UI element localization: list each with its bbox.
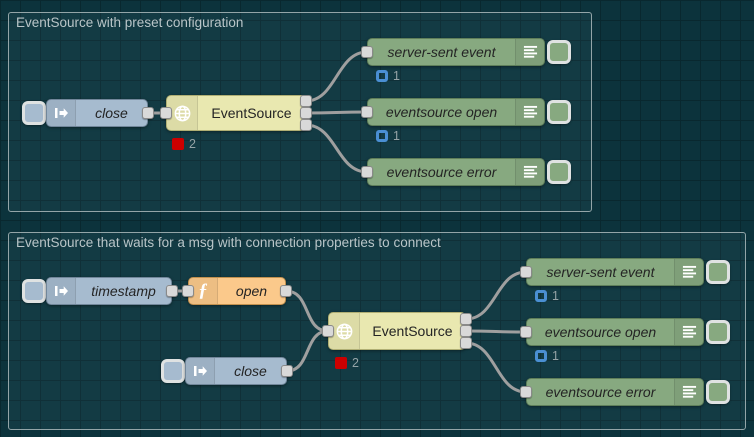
input-port[interactable] <box>520 266 532 278</box>
node-label: timestamp <box>91 283 156 299</box>
wire[interactable] <box>464 329 528 334</box>
status-dot-red <box>335 357 347 369</box>
wire[interactable] <box>464 341 528 394</box>
wire[interactable] <box>304 50 369 103</box>
output-port[interactable] <box>142 107 154 119</box>
debug-node-server-sent-event[interactable]: server-sent event <box>367 38 545 66</box>
status-text: 1 <box>552 349 559 363</box>
input-port[interactable] <box>520 326 532 338</box>
node-label: close <box>95 105 128 121</box>
list-lines-icon <box>515 39 544 65</box>
input-port[interactable] <box>361 106 373 118</box>
output-port-2[interactable] <box>300 107 312 119</box>
node-label: eventsource open <box>544 324 657 340</box>
input-port[interactable] <box>361 166 373 178</box>
inject-node-timestamp[interactable]: timestamp <box>46 277 172 305</box>
output-port-1[interactable] <box>300 95 312 107</box>
output-port[interactable] <box>280 285 292 297</box>
debug-node-eventsource-error[interactable]: eventsource error <box>526 378 704 406</box>
debug-node-eventsource-error[interactable]: eventsource error <box>367 158 545 186</box>
input-port[interactable] <box>361 46 373 58</box>
input-port[interactable] <box>182 285 194 297</box>
arrow-right-icon <box>186 358 215 384</box>
wire[interactable] <box>304 123 369 174</box>
output-port-1[interactable] <box>460 313 472 325</box>
output-port-3[interactable] <box>460 337 472 349</box>
inject-trigger-button[interactable] <box>22 101 46 125</box>
node-label: eventsource error <box>545 384 656 400</box>
node-status: 1 <box>376 69 400 83</box>
node-status: 1 <box>535 289 559 303</box>
node-status: 1 <box>535 349 559 363</box>
inject-node-close[interactable]: close <box>185 357 287 385</box>
node-label: eventsource error <box>386 164 497 180</box>
node-label: open <box>235 283 268 299</box>
wire[interactable] <box>285 329 330 373</box>
status-text: 2 <box>189 137 196 151</box>
debug-toggle-button[interactable] <box>547 100 571 124</box>
input-port[interactable] <box>160 107 172 119</box>
debug-toggle-button[interactable] <box>706 320 730 344</box>
status-text: 2 <box>352 356 359 370</box>
list-lines-icon <box>674 319 703 345</box>
debug-toggle-button[interactable] <box>547 40 571 64</box>
node-label: close <box>234 363 267 379</box>
arrow-right-icon <box>47 100 76 126</box>
arrow-right-icon <box>47 278 76 304</box>
node-status: 1 <box>376 129 400 143</box>
node-label: server-sent event <box>546 264 655 280</box>
list-lines-icon <box>674 259 703 285</box>
globe-icon <box>167 96 198 130</box>
node-label: server-sent event <box>387 44 496 60</box>
wire[interactable] <box>284 289 330 333</box>
output-port-2[interactable] <box>460 325 472 337</box>
inject-node-close[interactable]: close <box>46 99 148 127</box>
status-text: 1 <box>552 289 559 303</box>
wire[interactable] <box>464 270 528 321</box>
group-title: EventSource with preset configuration <box>16 15 244 30</box>
output-port[interactable] <box>281 365 293 377</box>
status-dot-blue <box>535 350 547 362</box>
debug-node-eventsource-open[interactable]: eventsource open <box>526 318 704 346</box>
list-lines-icon <box>515 99 544 125</box>
input-port[interactable] <box>322 325 334 337</box>
output-port[interactable] <box>166 285 178 297</box>
list-lines-icon <box>674 379 703 405</box>
globe-icon <box>329 313 360 349</box>
node-label: EventSource <box>211 105 292 121</box>
status-dot-blue <box>535 290 547 302</box>
node-status: 2 <box>172 137 196 151</box>
debug-node-server-sent-event[interactable]: server-sent event <box>526 258 704 286</box>
debug-node-eventsource-open[interactable]: eventsource open <box>367 98 545 126</box>
status-text: 1 <box>393 129 400 143</box>
status-dot-red <box>172 138 184 150</box>
inject-trigger-button[interactable] <box>22 279 46 303</box>
node-status: 2 <box>335 356 359 370</box>
list-lines-icon <box>515 159 544 185</box>
debug-toggle-button[interactable] <box>706 260 730 284</box>
node-label: eventsource open <box>385 104 498 120</box>
group-title: EventSource that waits for a msg with co… <box>16 235 441 250</box>
function-node-open[interactable]: ƒ open <box>188 277 286 305</box>
input-port[interactable] <box>520 386 532 398</box>
node-label: EventSource <box>372 323 453 339</box>
status-dot-blue <box>376 130 388 142</box>
eventsource-node[interactable]: EventSource <box>166 95 306 131</box>
status-text: 1 <box>393 69 400 83</box>
debug-toggle-button[interactable] <box>706 380 730 404</box>
eventsource-node[interactable]: EventSource <box>328 312 466 350</box>
debug-toggle-button[interactable] <box>547 160 571 184</box>
output-port-3[interactable] <box>300 119 312 131</box>
wire[interactable] <box>304 110 369 115</box>
inject-trigger-button[interactable] <box>161 359 185 383</box>
status-dot-blue <box>376 70 388 82</box>
